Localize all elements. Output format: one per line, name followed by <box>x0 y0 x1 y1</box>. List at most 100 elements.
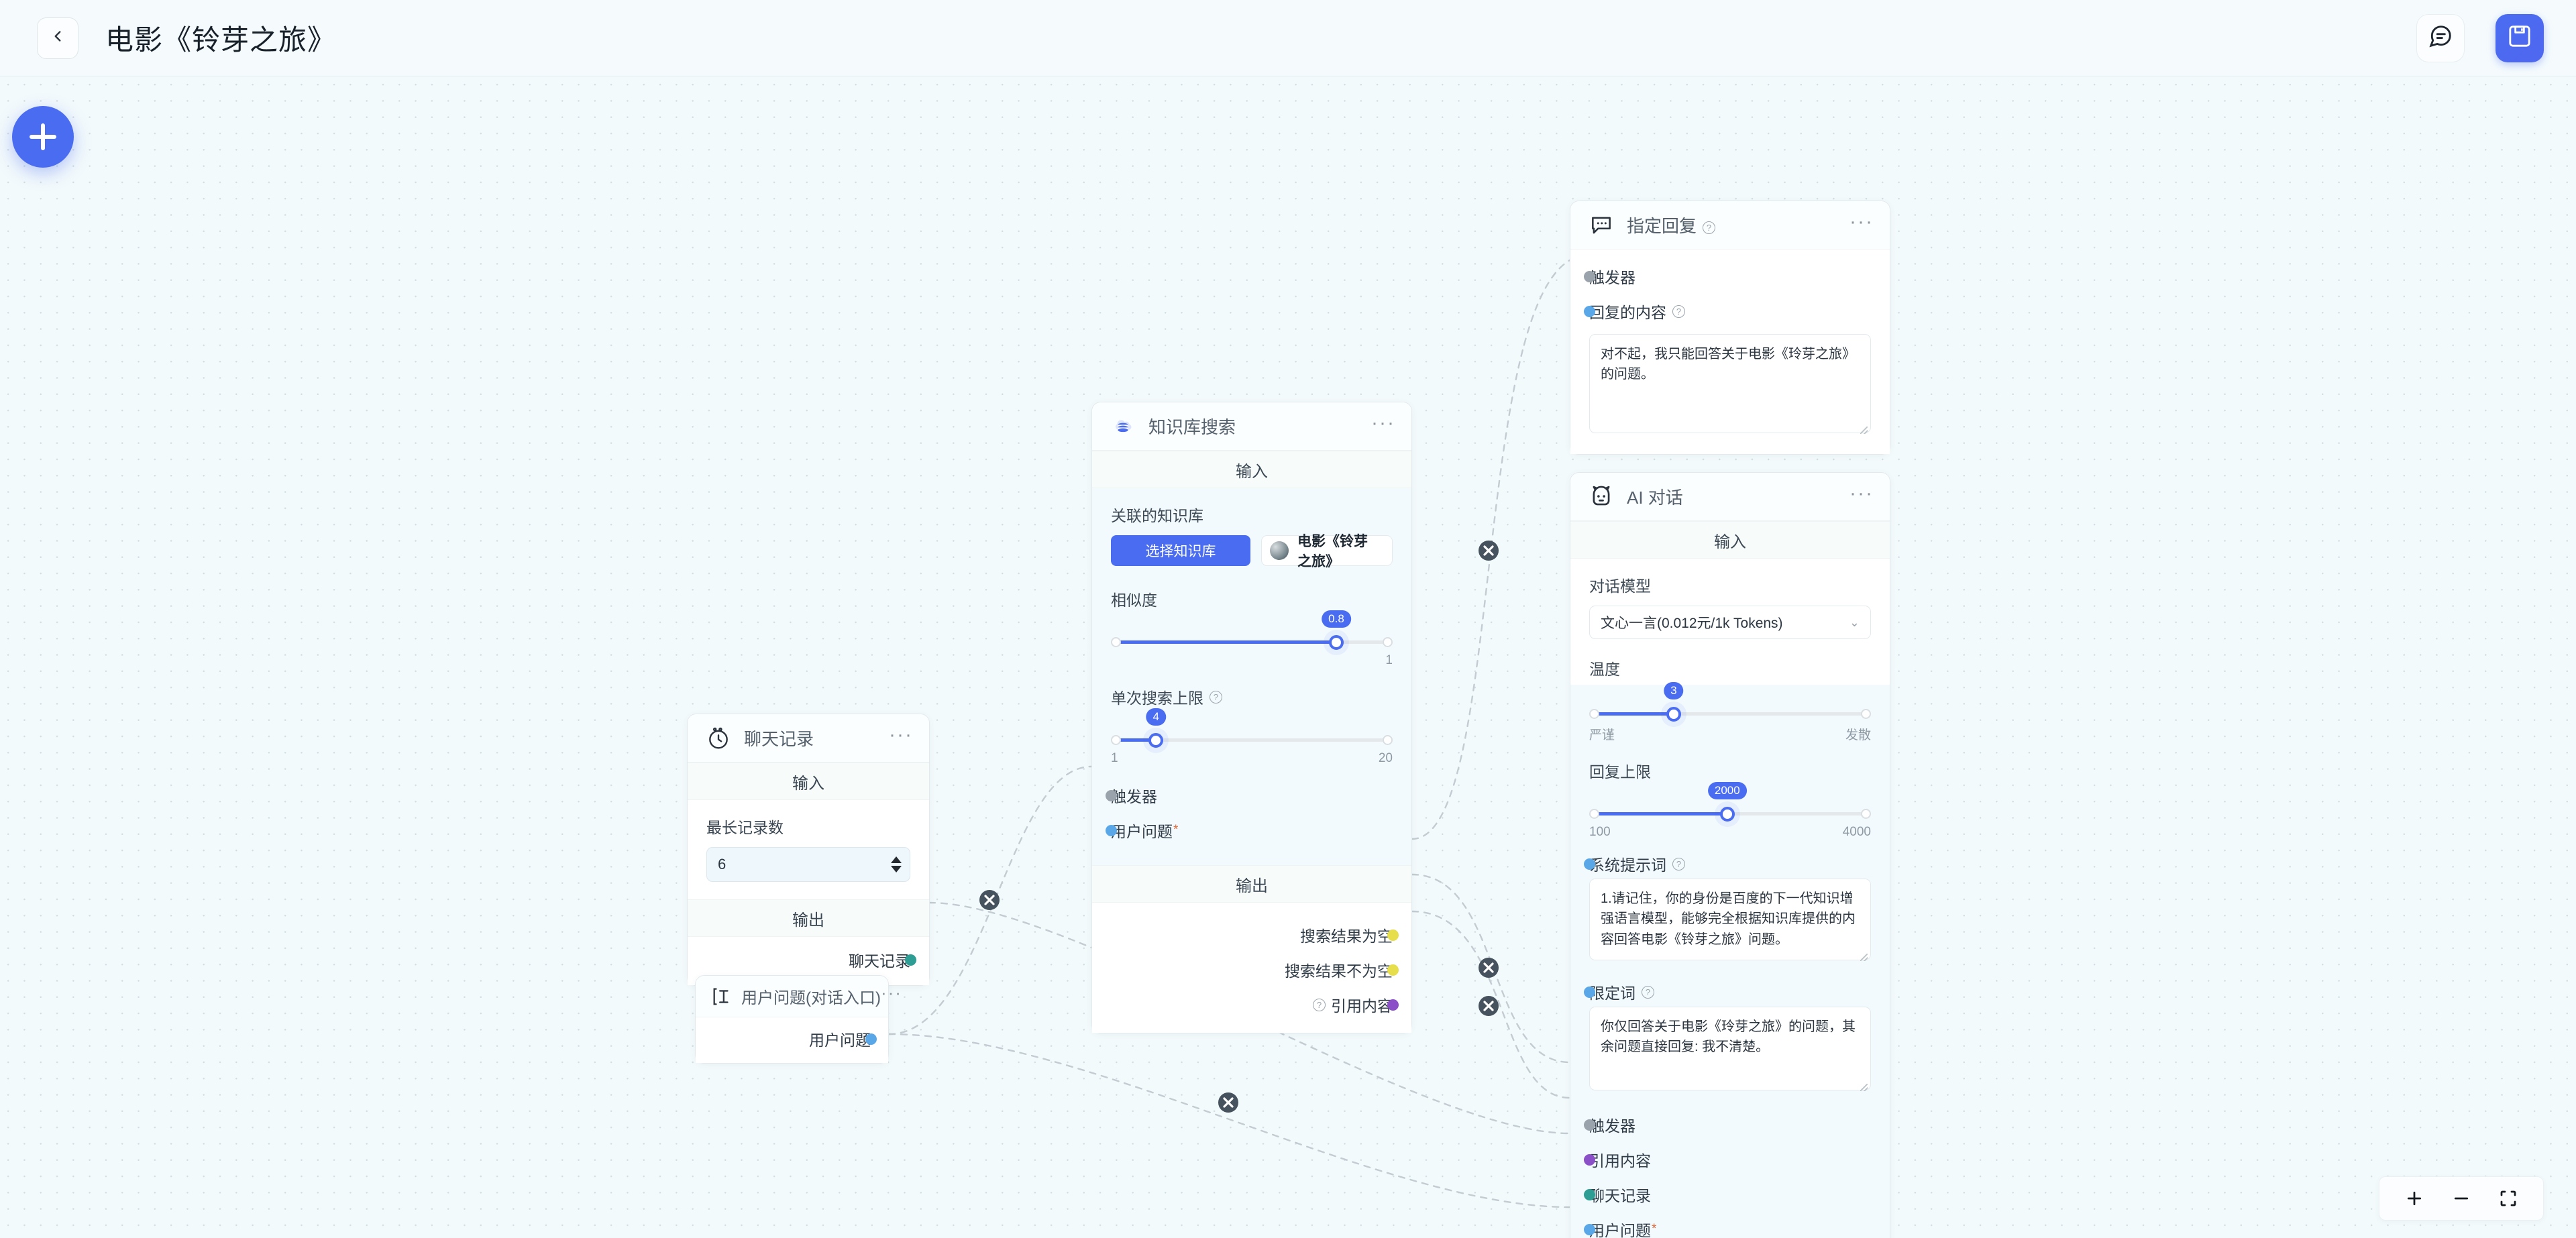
slider-knob[interactable] <box>1666 706 1681 722</box>
port-trigger[interactable] <box>1583 1119 1595 1131</box>
save-button[interactable] <box>2496 13 2544 62</box>
help-icon[interactable]: ? <box>1672 857 1685 870</box>
edge-delete-button[interactable] <box>1218 1092 1238 1113</box>
port-chat-history[interactable] <box>1583 1188 1595 1200</box>
port-row-system-prompt[interactable]: 系统提示词? <box>1583 849 1871 879</box>
port-quote-content[interactable] <box>1583 1153 1595 1166</box>
help-icon[interactable]: ? <box>1672 304 1685 318</box>
zoom-out-button[interactable] <box>2449 1186 2473 1211</box>
port-row-trigger[interactable]: 触发器 <box>1105 778 1393 813</box>
port-row-reply-content[interactable]: 回复的内容? <box>1583 294 1871 329</box>
slider-knob[interactable] <box>1329 634 1344 650</box>
add-node-button[interactable] <box>12 106 74 168</box>
help-icon[interactable]: ? <box>1703 221 1716 234</box>
port-row-history[interactable]: 聊天记录 <box>1583 1177 1871 1212</box>
port-qualifier[interactable] <box>1583 986 1595 998</box>
node-header[interactable]: 知识库搜索 ··· <box>1092 402 1411 451</box>
port-search-result-empty[interactable] <box>1387 929 1399 941</box>
port-chat-history[interactable] <box>904 954 916 966</box>
stepper-up-icon[interactable] <box>891 856 902 863</box>
slider-fill <box>1115 640 1340 644</box>
node-knowledge-base-search[interactable]: 知识库搜索 ··· 输入 关联的知识库 选择知识库 电影《铃芽之旅》 相似度 0… <box>1091 402 1412 1033</box>
node-chat-history[interactable]: 聊天记录 ··· 输入 最长记录数 6 输出 聊天记录 <box>687 714 930 986</box>
node-user-question-entry[interactable]: 用户问题(对话入口) ··· 用户问题 <box>695 975 901 1064</box>
edge-delete-button[interactable] <box>979 890 1000 910</box>
reply-content-textarea[interactable] <box>1589 334 1871 433</box>
port-row-quote[interactable]: ? 引用内容 <box>1111 987 1399 1022</box>
chat-preview-button[interactable] <box>2416 13 2465 62</box>
temperature-slider[interactable]: 3 <box>1589 682 1871 722</box>
reply-limit-slider[interactable]: 2000 <box>1589 782 1871 822</box>
system-prompt-textarea[interactable] <box>1589 879 1871 960</box>
max-records-stepper[interactable]: 6 <box>706 847 910 882</box>
port-trigger[interactable] <box>1105 789 1117 801</box>
node-params-body: 3 严谨 发散 回复上限 2000 100 4000 系统提示词? <box>1570 682 1890 1238</box>
port-row-result-empty[interactable]: 搜索结果为空 <box>1111 917 1399 952</box>
port-user-question[interactable] <box>1583 1223 1595 1235</box>
port-system-prompt[interactable] <box>1583 858 1595 870</box>
port-row-quote[interactable]: 引用内容 <box>1583 1142 1871 1177</box>
top-bar-actions <box>2416 13 2544 62</box>
port-row-chat-history[interactable]: 聊天记录 <box>706 942 916 977</box>
node-menu-button[interactable]: ··· <box>1849 482 1874 504</box>
port-row-result-not-empty[interactable]: 搜索结果不为空 <box>1111 952 1399 987</box>
page-title: 电影《铃芽之旅》 <box>105 24 337 56</box>
node-header[interactable]: 指定回复? ··· <box>1570 201 1890 249</box>
slider-start-cap <box>1589 809 1599 819</box>
port-label: 聊天记录 <box>1589 1187 1651 1204</box>
node-menu-button[interactable]: ··· <box>1849 210 1874 233</box>
port-quote-content[interactable] <box>1387 999 1399 1011</box>
edge-delete-button[interactable] <box>1479 996 1499 1016</box>
node-title-text: 指定回复 <box>1627 216 1697 236</box>
system-prompt-field[interactable] <box>1589 879 1871 964</box>
edge-delete-button[interactable] <box>1479 958 1499 978</box>
clock-history-icon <box>705 725 732 752</box>
node-header[interactable]: 聊天记录 ··· <box>688 714 929 763</box>
zoom-controls[interactable] <box>2379 1176 2544 1221</box>
node-menu-button[interactable]: ··· <box>1371 411 1395 434</box>
port-row-trigger[interactable]: 触发器 <box>1583 259 1871 294</box>
zoom-in-button[interactable] <box>2402 1186 2426 1211</box>
port-row-user-question[interactable]: 用户问题* <box>1583 1212 1871 1238</box>
workflow-canvas[interactable]: 知识库搜索 ··· 输入 关联的知识库 选择知识库 电影《铃芽之旅》 相似度 0… <box>0 76 2576 1238</box>
node-ai-chat[interactable]: AI 对话 ··· 输入 对话模型 文心一言(0.012元/1k Tokens)… <box>1570 472 1890 1238</box>
stepper-down-icon[interactable] <box>891 866 902 873</box>
port-row-qualifier[interactable]: 限定词? <box>1583 977 1871 1007</box>
knowledge-base-chip[interactable]: 电影《铃芽之旅》 <box>1261 534 1393 569</box>
port-reply-content[interactable] <box>1583 305 1595 317</box>
slider-knob[interactable] <box>1719 806 1735 822</box>
node-header[interactable]: AI 对话 ··· <box>1570 473 1890 521</box>
slider-rail <box>1115 738 1389 742</box>
slider-knob[interactable] <box>1148 732 1164 748</box>
required-mark: * <box>1173 823 1179 837</box>
port-label: 用户问题 <box>1589 1222 1651 1238</box>
port-row-user-question[interactable]: 用户问题 <box>713 1021 877 1056</box>
node-menu-button[interactable]: ··· <box>880 982 902 1003</box>
port-trigger[interactable] <box>1583 270 1595 282</box>
port-row-user-question[interactable]: 用户问题* <box>1105 813 1393 848</box>
model-select[interactable]: 文心一言(0.012元/1k Tokens) ⌄ <box>1589 606 1871 639</box>
port-row-trigger[interactable]: 触发器 <box>1583 1107 1871 1142</box>
node-header[interactable]: 用户问题(对话入口) ··· <box>696 976 901 1017</box>
port-label: 引用内容 <box>1589 1152 1651 1170</box>
port-user-question-out[interactable] <box>865 1033 877 1045</box>
reply-content-field[interactable] <box>1589 334 1871 437</box>
help-icon[interactable]: ? <box>1313 998 1326 1011</box>
qualifier-field[interactable] <box>1589 1007 1871 1094</box>
node-fixed-reply[interactable]: 指定回复? ··· 触发器 回复的内容? <box>1570 201 1890 455</box>
stepper-arrows[interactable] <box>891 856 902 873</box>
node-menu-button[interactable]: ··· <box>889 723 913 746</box>
help-icon[interactable]: ? <box>1210 690 1222 704</box>
node-output-body: 用户问题 <box>696 1017 888 1063</box>
qualifier-textarea[interactable] <box>1589 1007 1871 1090</box>
port-user-question[interactable] <box>1105 824 1117 836</box>
back-button[interactable] <box>37 17 78 59</box>
fit-to-screen-button[interactable] <box>2496 1186 2520 1211</box>
chevron-down-icon[interactable]: ⌄ <box>1849 615 1860 629</box>
select-knowledge-base-button[interactable]: 选择知识库 <box>1111 535 1250 566</box>
port-search-result-not-empty[interactable] <box>1387 964 1399 976</box>
help-icon[interactable]: ? <box>1642 985 1654 999</box>
similarity-slider[interactable]: 0.8 <box>1111 610 1393 651</box>
edge-delete-button[interactable] <box>1479 541 1499 561</box>
search-limit-slider[interactable]: 4 <box>1111 708 1393 748</box>
